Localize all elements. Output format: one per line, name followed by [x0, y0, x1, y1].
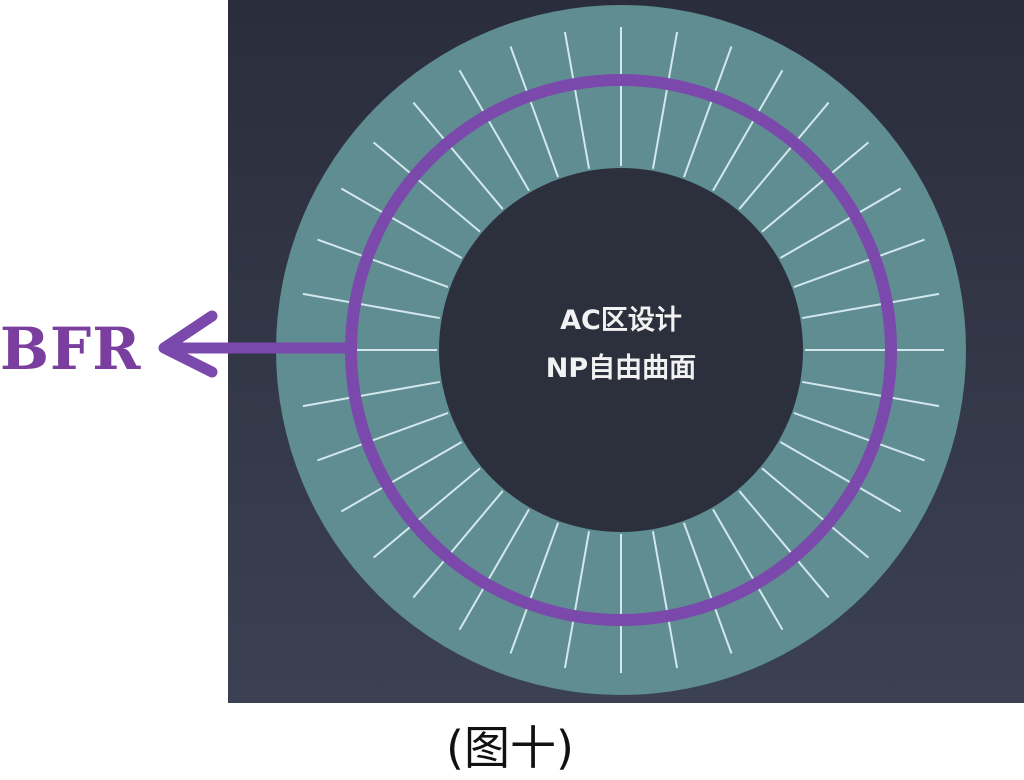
radial-line — [317, 238, 449, 289]
radial-line — [779, 187, 902, 259]
radial-line — [458, 508, 530, 631]
radial-line — [372, 141, 481, 233]
center-text-line2: NP自由曲面 — [545, 353, 697, 384]
radial-line — [712, 508, 784, 631]
radial-line — [340, 187, 463, 259]
radial-line — [651, 531, 679, 669]
radial-line — [793, 411, 925, 462]
radial-line — [682, 46, 733, 178]
radial-line — [563, 531, 591, 669]
radial-line — [509, 522, 560, 654]
radial-line — [738, 101, 830, 210]
radial-line — [682, 522, 733, 654]
radial-line — [302, 380, 440, 408]
central-zone — [439, 168, 803, 532]
radial-line — [458, 69, 530, 192]
radial-line — [317, 411, 449, 462]
radial-line — [651, 31, 679, 169]
radial-line — [793, 238, 925, 289]
radial-line — [340, 441, 463, 513]
radial-line — [802, 292, 940, 320]
radial-line — [712, 69, 784, 192]
figure-caption: (图十) — [446, 721, 574, 775]
radial-line — [761, 467, 870, 559]
radial-line — [509, 46, 560, 178]
bfr-label: BFR — [0, 315, 142, 383]
arrow-head-icon — [158, 310, 218, 378]
radial-line — [412, 490, 504, 599]
radial-lines — [298, 27, 944, 673]
radial-line — [779, 441, 902, 513]
radial-line — [802, 380, 940, 408]
radial-line — [761, 141, 870, 233]
radial-line — [372, 467, 481, 559]
radial-line — [563, 31, 591, 169]
radial-line — [302, 292, 440, 320]
radial-line — [412, 101, 504, 210]
radial-line — [738, 490, 830, 599]
center-text-line1: AC区设计 — [560, 305, 682, 336]
